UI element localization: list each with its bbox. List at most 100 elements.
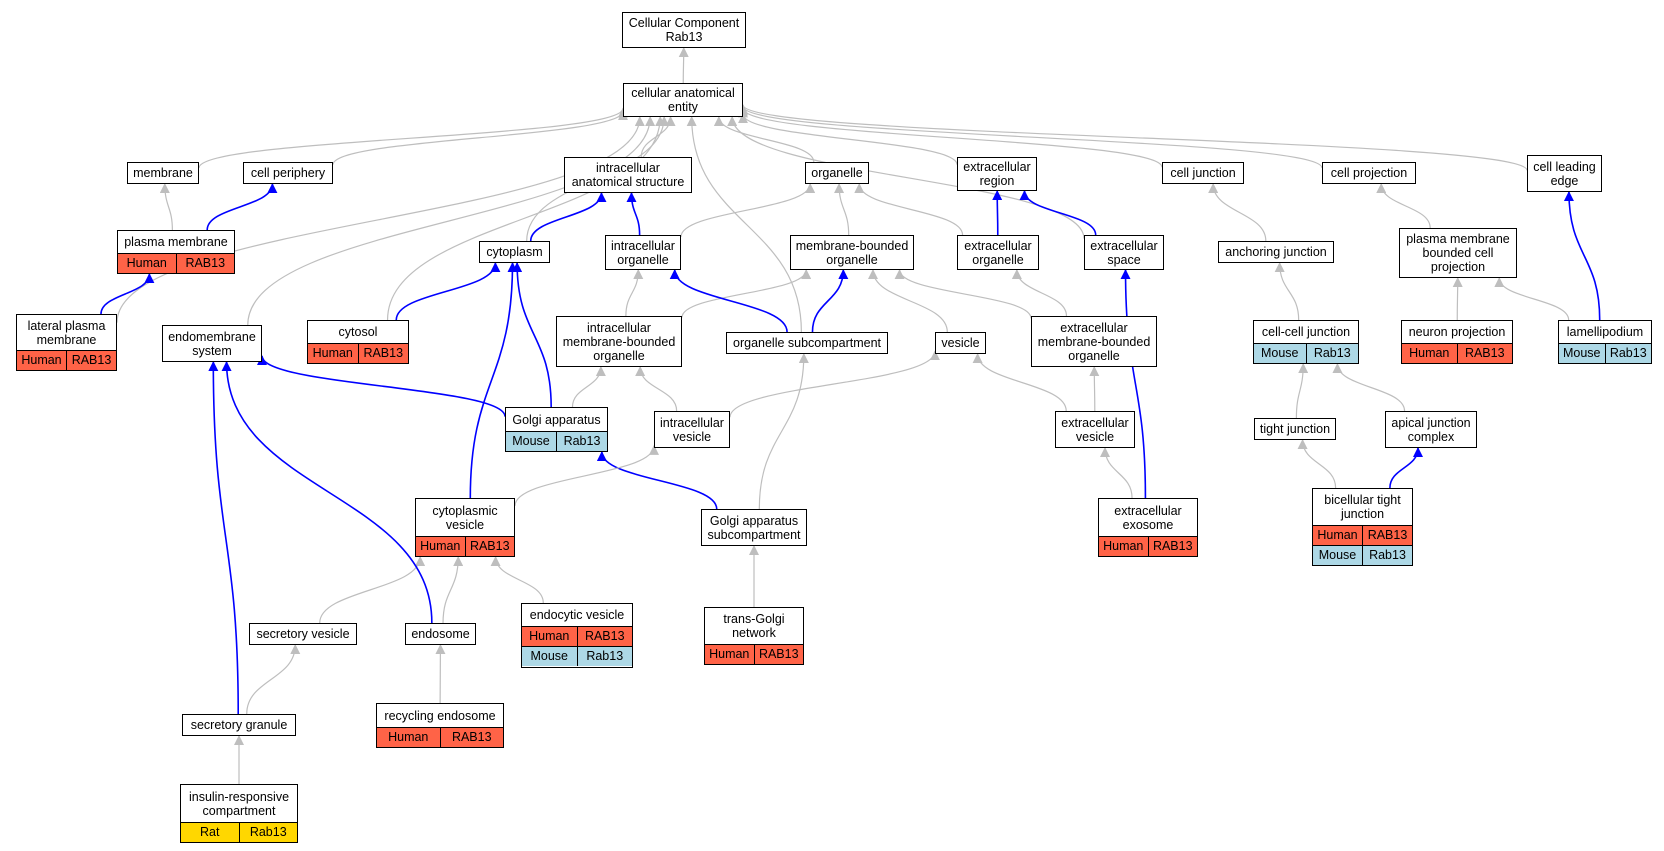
edge-anchoring_junction-to-cell_junction [1208,183,1267,242]
edge-extracellular_organelle-to-organelle [854,183,964,236]
node-extracellular-space[interactable]: extracellular space [1084,235,1164,270]
node-organelle[interactable]: organelle [805,162,869,184]
node-tight-junction[interactable]: tight junction [1254,418,1336,440]
edge-cell_periphery-to-cae [332,110,628,165]
edge-cytoplasm-to-ias [529,192,607,242]
species-human-badge: Human [377,728,440,747]
edge-imbo-to-intracellular_organelle [625,269,644,317]
gene-badge: Rab13 [1305,344,1358,363]
node-golgi-apparatus-subcompartment[interactable]: Golgi apparatus subcompartment [701,509,807,546]
edge-golgi_subcompartment-to-organelle_subcompartment [758,353,809,510]
node-extracellular-membrane-bounded-organelle[interactable]: extracellular membrane-bounded organelle [1031,316,1157,367]
edge-endosome-to-endomembrane_system [221,361,433,624]
species-human-badge: Human [1313,526,1362,545]
node-extracellular-organelle[interactable]: extracellular organelle [957,235,1039,270]
species-mouse-badge: Mouse [1559,344,1605,363]
edge-cell_leading_edge-to-cae [738,104,1528,171]
gene-badge: RAB13 [439,728,503,747]
edge-layer [100,47,1601,784]
gene-badge: Rab13 [1604,344,1651,363]
gene-badge: Rab13 [238,823,297,842]
node-cell-leading-edge[interactable]: cell leading edge [1527,155,1602,192]
gene-badge: RAB13 [357,344,408,363]
node-secretory-vesicle[interactable]: secretory vesicle [249,623,357,645]
node-vesicle[interactable]: vesicle [935,332,986,354]
node-extracellular-vesicle[interactable]: extracellular vesicle [1055,411,1135,448]
node-extracellular-region[interactable]: extracellular region [957,157,1037,191]
node-secretory-granule[interactable]: secretory granule [182,714,296,736]
edge-organelle_subcompartment-to-membrane_bounded_organelle [811,269,849,333]
node-intracellular-anatomical-structure[interactable]: intracellular anatomical structure [564,157,692,193]
edge-endomembrane_system-to-cae [247,116,656,326]
node-endosome[interactable]: endosome [405,623,476,645]
node-plasma-membrane-bounded-cell-projection[interactable]: plasma membrane bounded cell projection [1399,228,1517,278]
edge-cytosol-to-cytoplasm [395,262,501,321]
edge-membrane_bounded_organelle-to-organelle [834,183,850,236]
node-intracellular-membrane-bounded-organelle[interactable]: intracellular membrane-bounded organelle [556,316,682,367]
node-intracellular-organelle[interactable]: intracellular organelle [605,235,681,270]
node-cell-projection[interactable]: cell projection [1322,162,1416,184]
node-cytoplasm[interactable]: cytoplasm [479,241,550,263]
node-cell-periphery[interactable]: cell periphery [243,162,333,184]
edge-intracellular_vesicle-to-vesicle [729,350,940,418]
edge-lateral_plasma_membrane-to-cae [116,116,645,323]
edge-vesicle-to-membrane_bounded_organelle [868,269,948,333]
node-cell-junction[interactable]: cell junction [1162,162,1244,184]
edge-extracellular_space-to-extracellular_region [1019,190,1097,236]
node-cellular-component-root[interactable]: Cellular Component Rab13 [622,12,746,48]
edge-endosome-to-cytoplasmic_vesicle [442,556,464,624]
species-human-badge: Human [118,254,176,273]
gene-badge: RAB13 [464,537,514,556]
edge-bicellular_tight_junction-to-tight_junction [1297,439,1337,489]
species-mouse-badge: Mouse [522,647,577,666]
edge-organelle_subcompartment-to-cae [686,116,802,333]
edge-organelle_subcompartment-to-intracellular_organelle [669,269,788,333]
edge-cell_junction-to-cae [738,107,1163,168]
edge-bicellular_tight_junction-to-apical_junction_complex [1389,447,1423,489]
gene-badge: Rab13 [1362,546,1412,565]
edge-cytoplasmic_vesicle-to-cytoplasm [469,262,518,499]
edge-embo-to-extracellular_organelle [1011,269,1068,317]
edge-endocytic_vesicle-to-cytoplasmic_vesicle [490,556,544,604]
node-membrane[interactable]: membrane [127,162,199,184]
edge-cytosol-to-cae [386,116,666,321]
node-apical-junction-complex[interactable]: apical junction complex [1385,411,1477,448]
edge-apical_junction_complex-to-cell_cell_junction [1332,363,1406,412]
node-organelle-subcompartment[interactable]: organelle subcompartment [726,332,888,354]
node-cellular-anatomical-entity[interactable]: cellular anatomical entity [623,83,743,117]
species-rat-badge: Rat [181,823,239,842]
node-intracellular-vesicle[interactable]: intracellular vesicle [654,411,730,448]
species-mouse-badge: Mouse [506,432,556,451]
edge-cae-to-root [678,47,689,84]
node-anchoring-junction[interactable]: anchoring junction [1218,241,1334,263]
species-human-badge: Human [17,351,66,370]
species-human-badge: Human [1402,344,1457,363]
gene-badge: RAB13 [66,351,116,370]
node-membrane-bounded-organelle[interactable]: membrane-bounded organelle [790,235,914,270]
node-endomembrane-system[interactable]: endomembrane system [162,325,262,362]
